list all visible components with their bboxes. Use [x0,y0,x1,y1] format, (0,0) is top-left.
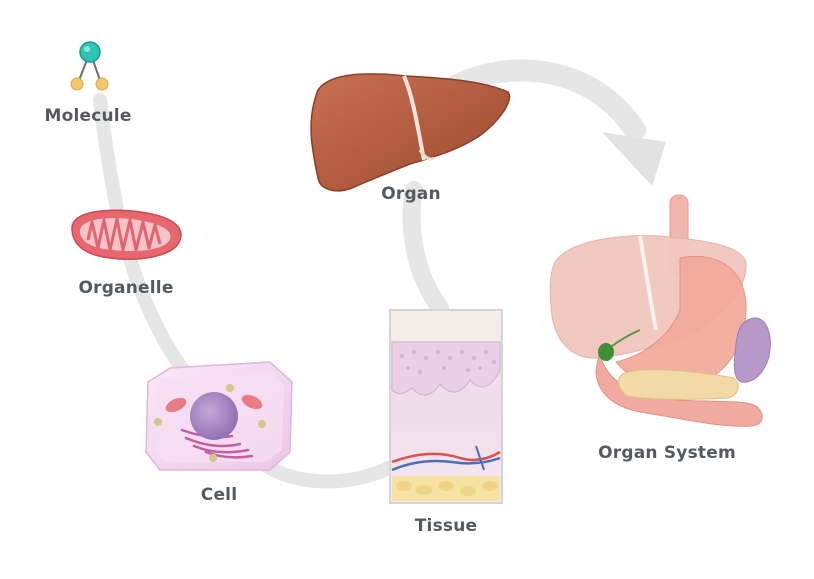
label-cell: Cell [200,485,238,505]
arrowhead-icon [602,132,666,186]
molecule-illustration [70,41,109,91]
cell-illustration [145,361,293,471]
label-organ-system: Organ System [598,443,736,463]
path-cell-to-tissue [253,455,407,489]
label-tissue: Tissue [414,516,478,536]
label-molecule: Molecule [44,106,132,126]
organ-system-illustration [549,194,771,427]
path-tissue-to-organ [402,181,449,317]
liver-illustration [310,73,511,192]
label-organ: Organ [381,184,441,204]
mitochondrion-illustration [71,209,182,260]
label-organelle: Organelle [78,278,174,298]
tissue-illustration [389,309,503,504]
